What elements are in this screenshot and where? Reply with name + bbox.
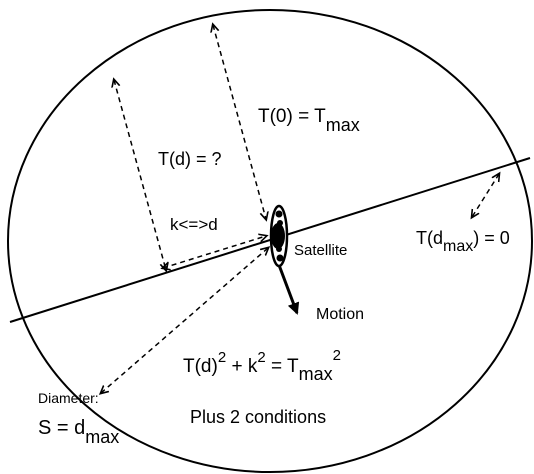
motion-label: Motion xyxy=(316,306,364,323)
satellite-label: Satellite xyxy=(294,242,347,259)
motion-arrow xyxy=(277,264,300,315)
td-arrow xyxy=(114,80,166,270)
tdmax-label: T(dmax) = 0 xyxy=(416,228,510,255)
t0-label: T(0) = Tmax xyxy=(258,106,360,135)
conditions-label: Plus 2 conditions xyxy=(190,407,326,427)
diameter-arrow xyxy=(101,248,268,393)
k-d-label: k<=>d xyxy=(170,215,218,234)
t0-arrow xyxy=(213,25,266,219)
td-label: T(d) = ? xyxy=(158,149,222,169)
s-dmax-label: S = dmax xyxy=(38,417,119,447)
diameter-label: Diameter: xyxy=(38,390,99,406)
coverage-circle xyxy=(7,9,533,473)
satellite-icon xyxy=(269,204,289,268)
tdmax-arrow xyxy=(472,174,499,217)
equation-label: T(d)2 + k2 = Tmax2 xyxy=(183,347,341,384)
